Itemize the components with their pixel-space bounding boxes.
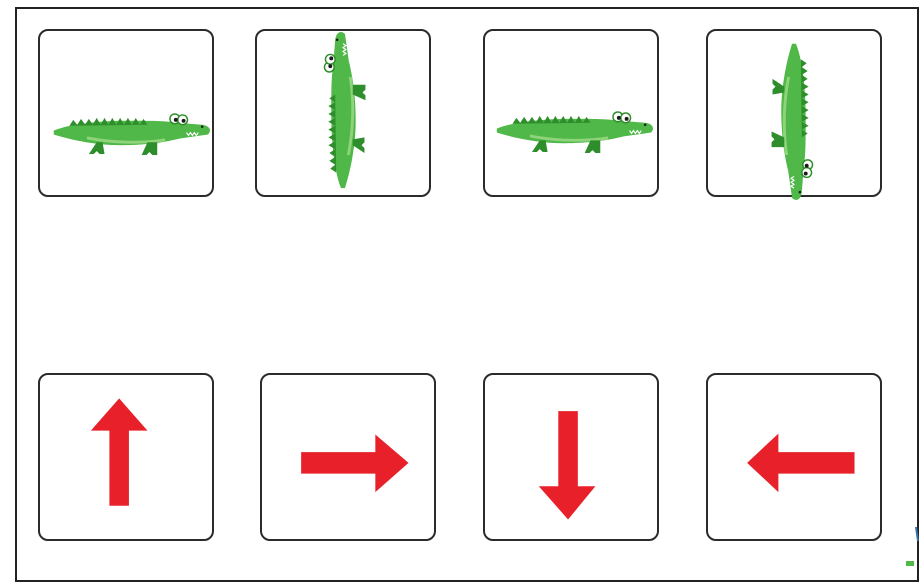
crocodile-icon: [496, 111, 654, 154]
croc-card-1[interactable]: [38, 29, 214, 197]
croc-card-2[interactable]: [255, 29, 431, 197]
arrow-up-icon: [90, 398, 148, 506]
crocodile-icon: [53, 113, 211, 156]
arrow-left-icon: [747, 433, 855, 493]
corner-fragment: [906, 527, 919, 566]
arrow-right-icon: [301, 434, 409, 493]
arrow-card-right[interactable]: [260, 373, 436, 541]
arrow-card-down[interactable]: [483, 373, 659, 541]
crocodile-icon: [323, 31, 367, 189]
croc-card-4[interactable]: [706, 29, 882, 201]
arrow-card-left[interactable]: [706, 373, 882, 541]
crocodile-icon: [770, 42, 814, 201]
arrow-down-icon: [538, 411, 596, 520]
croc-card-3[interactable]: [483, 29, 659, 197]
arrow-card-up[interactable]: [38, 373, 214, 541]
